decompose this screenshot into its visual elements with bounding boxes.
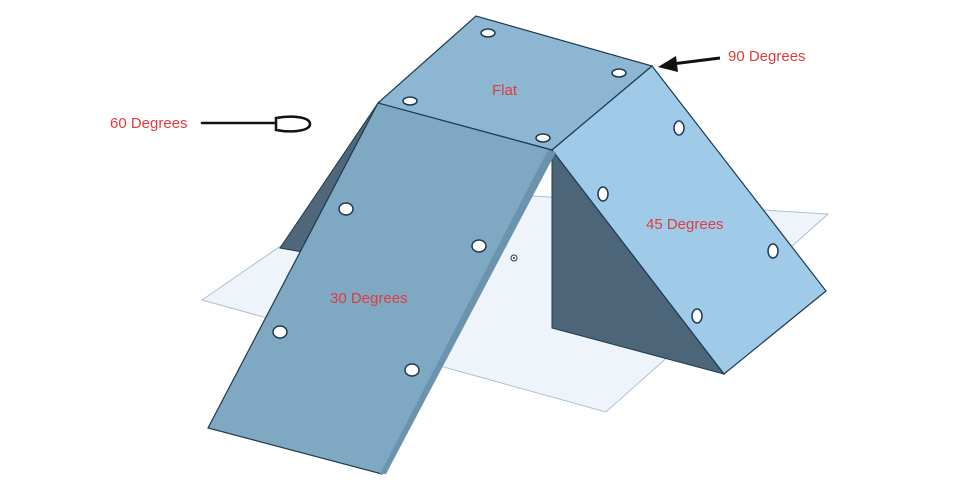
label-30-degrees: 30 Degrees — [330, 290, 408, 307]
bolt-hole — [272, 325, 288, 339]
bolt-hole — [673, 120, 685, 136]
edge-strip — [380, 150, 556, 474]
face-45-degrees — [551, 65, 827, 375]
bolt-holes — [272, 28, 779, 377]
bolt-hole — [471, 239, 487, 253]
bolt-hole — [480, 28, 496, 38]
bolt-hole — [691, 308, 703, 324]
origin-marker-dot — [513, 257, 515, 259]
bolt-hole — [404, 363, 420, 377]
label-45-degrees: 45 Degrees — [646, 216, 724, 233]
arrow-left-icon — [658, 56, 721, 72]
label-flat: Flat — [492, 82, 518, 99]
bolt-hole — [402, 96, 418, 106]
hook-arrow-right-icon — [200, 115, 312, 133]
bolt-hole — [535, 133, 551, 143]
label-90-degrees: 90 Degrees — [728, 48, 806, 65]
bolt-hole — [767, 243, 779, 259]
label-60-degrees: 60 Degrees — [110, 115, 188, 132]
bolt-hole — [611, 68, 627, 78]
bolt-hole — [338, 202, 354, 216]
bolt-hole — [597, 186, 609, 202]
